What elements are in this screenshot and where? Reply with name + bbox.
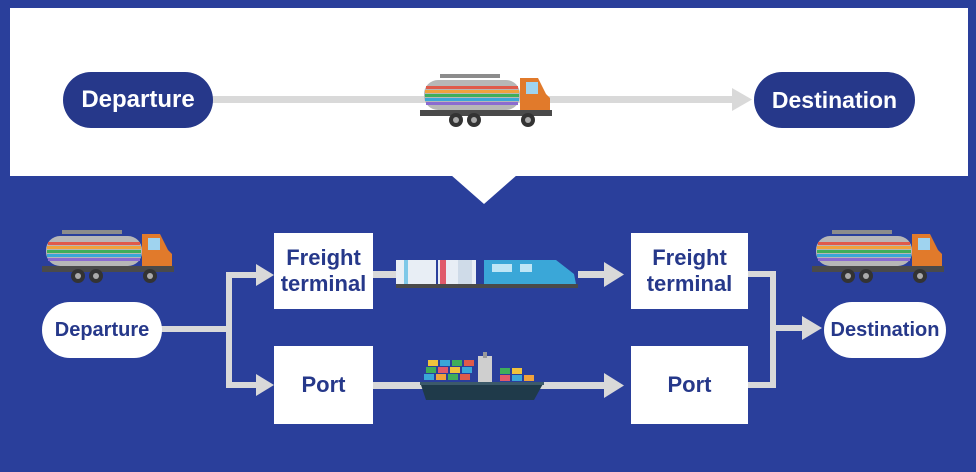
branch-left-vertical <box>226 272 232 388</box>
origin-port-box: Port <box>274 346 373 424</box>
branch-left-stem <box>160 326 232 332</box>
hull <box>420 382 544 400</box>
rail-arrowhead <box>604 262 624 287</box>
tanker-truck-icon <box>42 230 174 283</box>
expand-pointer <box>451 175 517 204</box>
container-ship-icon <box>420 352 544 400</box>
bridge <box>478 356 492 382</box>
containers <box>424 360 534 381</box>
bottom-destination-pill: Destination <box>824 302 946 358</box>
branch-left-upper-arrowhead <box>256 264 274 286</box>
branch-left-lower-arrowhead <box>256 374 274 396</box>
tank-body <box>424 74 520 110</box>
tanker-truck-icon <box>420 74 552 127</box>
top-route-arrowhead <box>732 88 752 111</box>
tanker-truck-icon <box>812 230 944 283</box>
sea-line-a <box>372 382 424 389</box>
arrival-freight-terminal-box: Freight terminal <box>631 233 748 309</box>
merge-right-arrowhead <box>802 316 822 340</box>
top-departure-pill: Departure <box>63 72 213 128</box>
rail-line-a <box>372 271 398 278</box>
arrival-port-box: Port <box>631 346 748 424</box>
sea-arrowhead <box>604 373 624 398</box>
branch-left-upper <box>226 272 258 278</box>
rail-line-b <box>578 271 606 278</box>
bottom-departure-pill: Departure <box>42 302 162 358</box>
merge-right-upper <box>748 271 776 277</box>
merge-right-stem <box>770 325 804 331</box>
freight-train-icon <box>396 260 578 288</box>
origin-freight-terminal-box: Freight terminal <box>274 233 373 309</box>
top-destination-pill: Destination <box>754 72 915 128</box>
wagon-1 <box>396 260 436 284</box>
merge-right-lower <box>748 382 776 388</box>
branch-left-lower <box>226 382 258 388</box>
sea-line-b <box>538 382 606 389</box>
